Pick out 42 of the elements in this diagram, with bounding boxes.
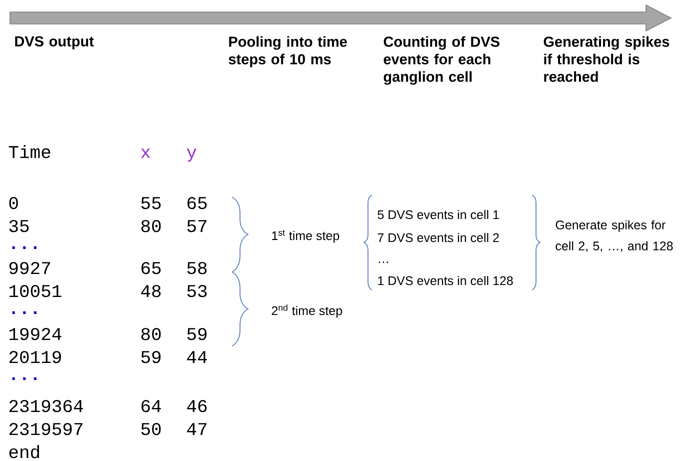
- column-heading: Time: [8, 144, 50, 158]
- column-heading: x: [141, 148, 150, 158]
- table-cell: 80: [141, 328, 161, 340]
- count-line: 7 DVS events in cell 2: [378, 232, 499, 242]
- table-cell: 2319364: [9, 400, 83, 412]
- column-heading: DVS output: [15, 36, 94, 50]
- table-cell: 65: [188, 196, 207, 210]
- table-cell: 59: [141, 350, 161, 364]
- column-heading: Pooling into time steps of 10 ms: [228, 36, 347, 68]
- table-cell: 55: [141, 197, 161, 210]
- table-cell: 10051: [10, 284, 62, 298]
- table-cell: 57: [187, 220, 206, 232]
- table-cell: 53: [187, 284, 207, 298]
- column-heading: Counting of DVS events for each ganglion cell: [384, 36, 500, 85]
- table-cell: 0: [9, 196, 18, 210]
- table-cell: 19924: [10, 328, 62, 340]
- ellipsis: ...: [12, 311, 36, 314]
- table-cell: 59: [187, 328, 207, 340]
- count-line: 1 DVS events in cell 128: [378, 276, 513, 286]
- time-step-label: 2$^{nd}$ time step: [272, 304, 342, 318]
- table-cell: 65: [142, 262, 161, 274]
- column-heading: y: [186, 148, 196, 162]
- table-cell: 50: [141, 422, 161, 436]
- table-cell: 2319597: [9, 422, 82, 436]
- table-cell: 35: [9, 220, 29, 232]
- table-cell: 46: [187, 400, 207, 412]
- table-cell: 47: [187, 423, 206, 435]
- table-cell: 9927: [9, 262, 50, 274]
- table-cell: 80: [141, 220, 161, 232]
- ellipsis: ...: [12, 377, 36, 380]
- table-cell: 20119: [9, 350, 61, 364]
- table-cell: 58: [187, 262, 207, 274]
- table-cell: end: [9, 444, 40, 458]
- column-heading: Generating spikes if threshold is reached: [544, 36, 670, 82]
- table-cell: 48: [141, 284, 161, 298]
- time-step-label: 1$^{st}$ time step: [272, 230, 340, 243]
- result-text: Generate spikes for cell 2, 5, …, and 128: [556, 220, 673, 252]
- count-line: …: [378, 262, 388, 263]
- table-cell: 64: [142, 400, 161, 412]
- count-line: 5 DVS events in cell 1: [378, 210, 499, 220]
- ellipsis: ...: [12, 246, 36, 249]
- table-cell: 44: [187, 351, 207, 363]
